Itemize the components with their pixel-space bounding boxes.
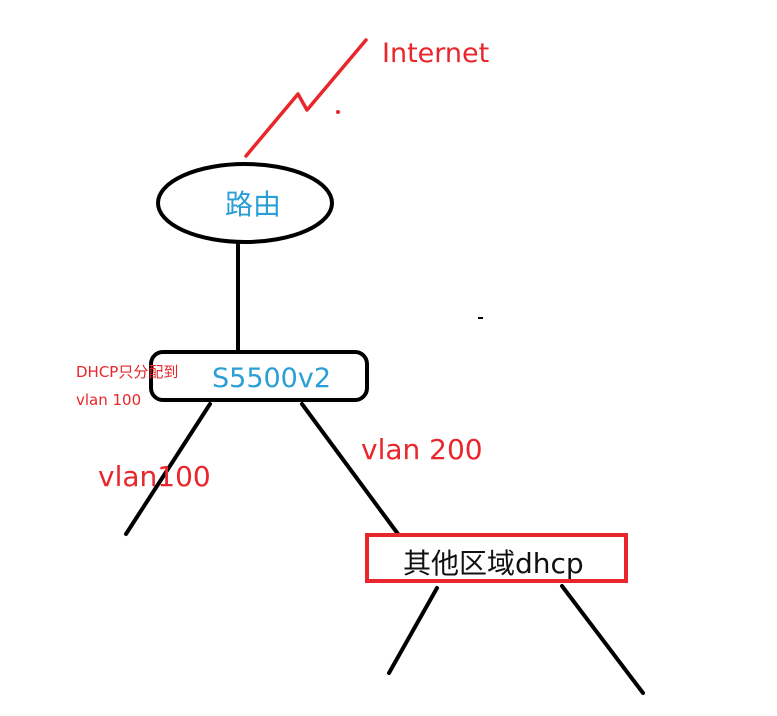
other-area-right-link: [560, 584, 645, 695]
vlan100-link: [124, 402, 212, 536]
internet-label: Internet: [382, 38, 489, 69]
other-area-dhcp-label: 其他区域dhcp: [403, 547, 584, 580]
switch-node: [149, 350, 369, 402]
dhcp-note-line1: DHCP只分配到: [76, 363, 178, 381]
other-area-left-link: [387, 586, 439, 675]
dhcp-note-line2: vlan 100: [76, 391, 141, 409]
router-node: [156, 162, 334, 244]
other-area-dhcp-node: [365, 533, 628, 583]
vlan200-label: vlan 200: [361, 433, 483, 466]
internet-link: [244, 38, 368, 158]
stray-dot-red: [336, 110, 340, 114]
vlan200-link: [300, 402, 400, 536]
router-label: 路由: [225, 188, 281, 221]
vlan100-label: vlan100: [98, 460, 211, 493]
switch-label: S5500v2: [212, 363, 331, 394]
